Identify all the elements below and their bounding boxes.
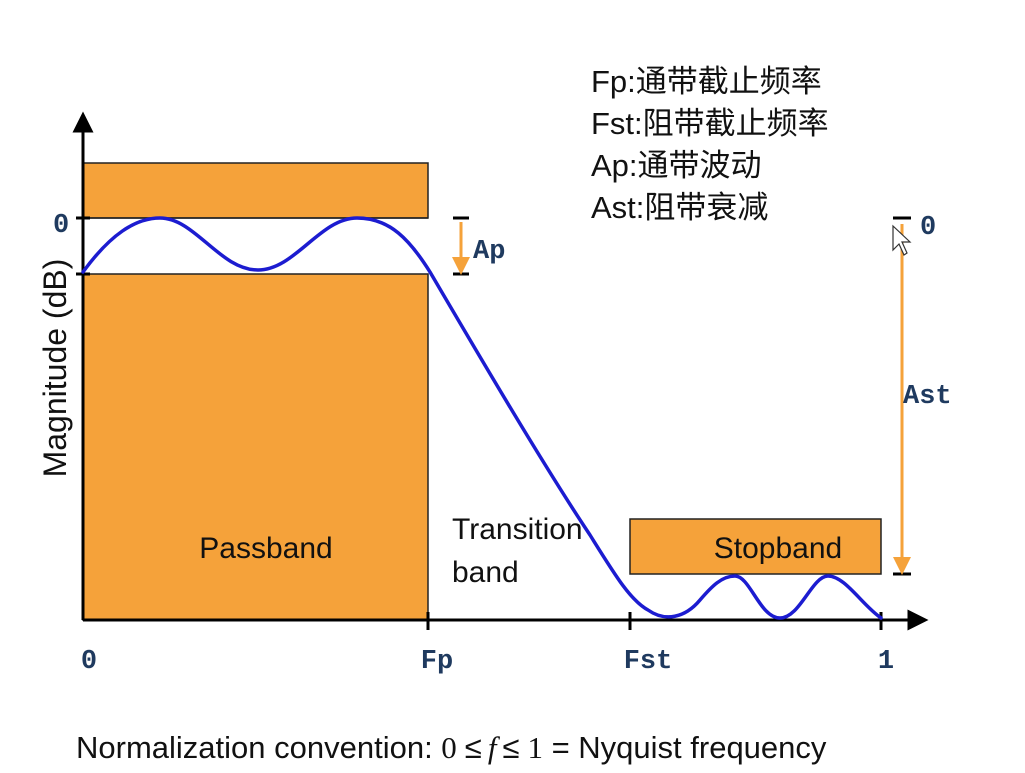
x-tick-label-fst: Fst	[624, 647, 673, 677]
legend-ast: Ast:阻带衰减	[591, 190, 768, 225]
footer-suffix: = Nyquist frequency	[543, 730, 827, 765]
legend-fst: Fst:阻带截止频率	[591, 106, 829, 141]
ap-label: Ap	[473, 237, 505, 267]
legend-fp: Fp:通带截止频率	[591, 64, 822, 99]
x-tick-label-one: 1	[878, 647, 894, 677]
mouse-cursor-icon	[892, 224, 912, 256]
transition-label-line2: band	[452, 556, 519, 589]
footer-math-le1: ≤	[465, 730, 482, 765]
magnitude-response-curve	[81, 216, 883, 620]
ast-label: Ast	[903, 382, 952, 412]
footer-math-one: 1	[527, 730, 543, 765]
transition-label-line1: Transition	[452, 513, 583, 546]
y-zero-label: 0	[53, 211, 69, 241]
x-tick-label-zero: 0	[81, 647, 97, 677]
passband-region	[82, 273, 429, 621]
passband-upper-box	[82, 162, 429, 219]
footer-math-zero: 0	[441, 730, 457, 765]
footer-text: Normalization convention: 0≤f≤1 = Nyquis…	[76, 730, 827, 765]
y-axis-label: Magnitude (dB)	[37, 259, 73, 478]
legend-ap: Ap:通带波动	[591, 148, 762, 183]
x-tick-label-fp: Fp	[421, 647, 453, 677]
ast-zero-label: 0	[920, 213, 936, 243]
passband-label: Passband	[199, 532, 332, 565]
footer-prefix: Normalization convention:	[76, 730, 441, 765]
footer-math-le2: ≤	[502, 730, 519, 765]
stopband-box	[629, 518, 882, 575]
footer-math-f: f	[488, 730, 501, 765]
stopband-label: Stopband	[714, 532, 842, 565]
